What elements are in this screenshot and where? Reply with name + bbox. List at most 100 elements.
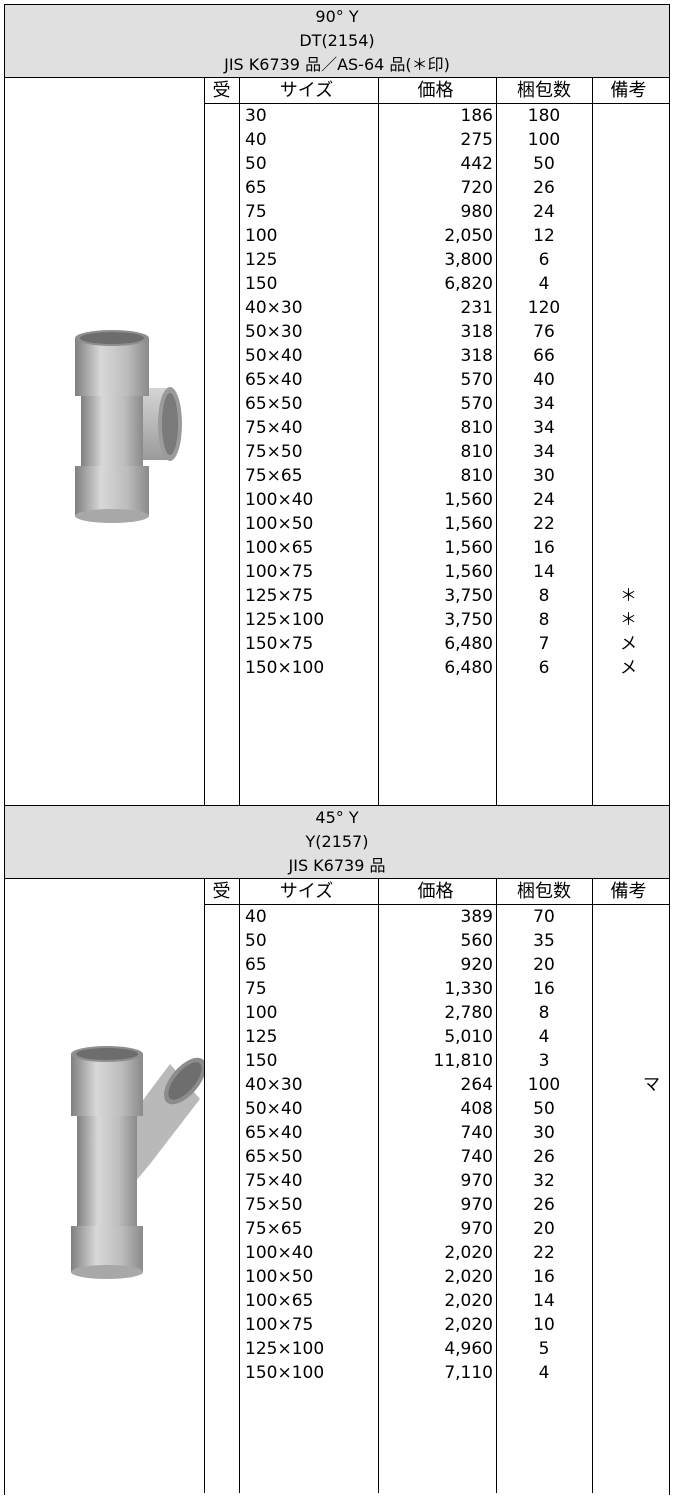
product-image bbox=[5, 78, 204, 805]
pack-cell: 8 bbox=[538, 610, 550, 630]
note-cell bbox=[592, 977, 660, 1001]
pack-cell: 6 bbox=[538, 250, 550, 270]
note-cell bbox=[592, 560, 665, 584]
price-cell: 1,560 bbox=[444, 538, 493, 558]
header-price: 価格 bbox=[417, 80, 454, 101]
size-cell: 100×40 bbox=[245, 490, 314, 510]
price-cell: 3,800 bbox=[444, 250, 493, 270]
size-cell: 30 bbox=[245, 106, 267, 126]
pack-cell: 4 bbox=[538, 274, 550, 294]
section-title-line: DT(2154) bbox=[299, 31, 375, 50]
price-cell: 920 bbox=[460, 955, 493, 975]
note-cell bbox=[592, 1049, 660, 1073]
note-cell bbox=[592, 272, 665, 296]
size-cell: 50 bbox=[245, 154, 267, 174]
price-cell: 1,560 bbox=[444, 514, 493, 534]
pack-cell: 8 bbox=[538, 586, 550, 606]
note-cell bbox=[592, 320, 665, 344]
note-cell bbox=[592, 344, 665, 368]
size-cell: 75 bbox=[245, 979, 267, 999]
size-cell: 40 bbox=[245, 130, 267, 150]
size-cell: 75×65 bbox=[245, 466, 303, 486]
price-cell: 2,020 bbox=[444, 1315, 493, 1335]
pack-cell: 70 bbox=[533, 907, 555, 927]
pack-cell: 8 bbox=[538, 1003, 550, 1023]
price-cell: 980 bbox=[460, 202, 493, 222]
price-cell: 231 bbox=[460, 298, 493, 318]
size-cell: 65×40 bbox=[245, 1123, 303, 1143]
price-cell: 1,560 bbox=[444, 490, 493, 510]
pack-cell: 100 bbox=[527, 130, 561, 150]
size-cell: 40 bbox=[245, 907, 267, 927]
note-cell bbox=[592, 1361, 660, 1385]
price-cell: 970 bbox=[460, 1171, 493, 1191]
pack-cell: 5 bbox=[538, 1339, 550, 1359]
pack-cell: 14 bbox=[533, 562, 555, 582]
size-cell: 125×100 bbox=[245, 1339, 325, 1359]
size-cell: 75×40 bbox=[245, 418, 303, 438]
note-cell: マ bbox=[643, 1075, 660, 1095]
pack-cell: 100 bbox=[527, 1075, 561, 1095]
price-cell: 408 bbox=[460, 1099, 493, 1119]
pack-cell: 4 bbox=[538, 1363, 550, 1383]
price-cell: 570 bbox=[460, 370, 493, 390]
pack-cell: 120 bbox=[527, 298, 561, 318]
section-title-line: JIS K6739 品 bbox=[288, 856, 386, 875]
size-cell: 75×65 bbox=[245, 1219, 303, 1239]
note-cell bbox=[592, 464, 665, 488]
pack-cell: 180 bbox=[527, 106, 561, 126]
size-cell: 150 bbox=[245, 274, 278, 294]
pack-cell: 16 bbox=[533, 979, 555, 999]
note-cell bbox=[592, 296, 665, 320]
pack-cell: 16 bbox=[533, 1267, 555, 1287]
price-cell: 5,010 bbox=[444, 1027, 493, 1047]
column-divider bbox=[239, 78, 240, 805]
price-cell: 970 bbox=[460, 1195, 493, 1215]
size-cell: 100×50 bbox=[245, 1267, 314, 1287]
pack-cell: 20 bbox=[533, 955, 555, 975]
pack-cell: 30 bbox=[533, 466, 555, 486]
price-cell: 4,960 bbox=[444, 1339, 493, 1359]
price-cell: 275 bbox=[460, 130, 493, 150]
column-divider bbox=[378, 879, 379, 1493]
price-cell: 442 bbox=[460, 154, 493, 174]
header-size: サイズ bbox=[279, 881, 334, 902]
price-cell: 740 bbox=[460, 1123, 493, 1143]
section-title-line: 90° Y bbox=[315, 7, 359, 26]
note-cell: ＊ bbox=[620, 586, 637, 606]
price-cell: 1,560 bbox=[444, 562, 493, 582]
note-cell bbox=[592, 1289, 660, 1313]
note-cell: ＊ bbox=[620, 610, 637, 630]
section-45-y: 45° Y Y(2157) JIS K6739 品 bbox=[4, 805, 670, 1495]
column-divider bbox=[204, 879, 205, 1493]
size-cell: 75×50 bbox=[245, 1195, 303, 1215]
price-cell: 810 bbox=[460, 418, 493, 438]
note-cell bbox=[592, 416, 665, 440]
size-cell: 40×30 bbox=[245, 298, 303, 318]
pack-cell: 7 bbox=[538, 634, 550, 654]
section-title-line: Y(2157) bbox=[305, 832, 369, 851]
pack-cell: 34 bbox=[533, 442, 555, 462]
note-cell bbox=[592, 512, 665, 536]
size-cell: 75×40 bbox=[245, 1171, 303, 1191]
table-header: 受 サイズ 価格 梱包数 備考 bbox=[204, 78, 669, 104]
pack-cell: 14 bbox=[533, 1291, 555, 1311]
column-divider bbox=[592, 78, 593, 805]
pack-cell: 3 bbox=[538, 1051, 550, 1071]
header-size: サイズ bbox=[279, 80, 334, 101]
